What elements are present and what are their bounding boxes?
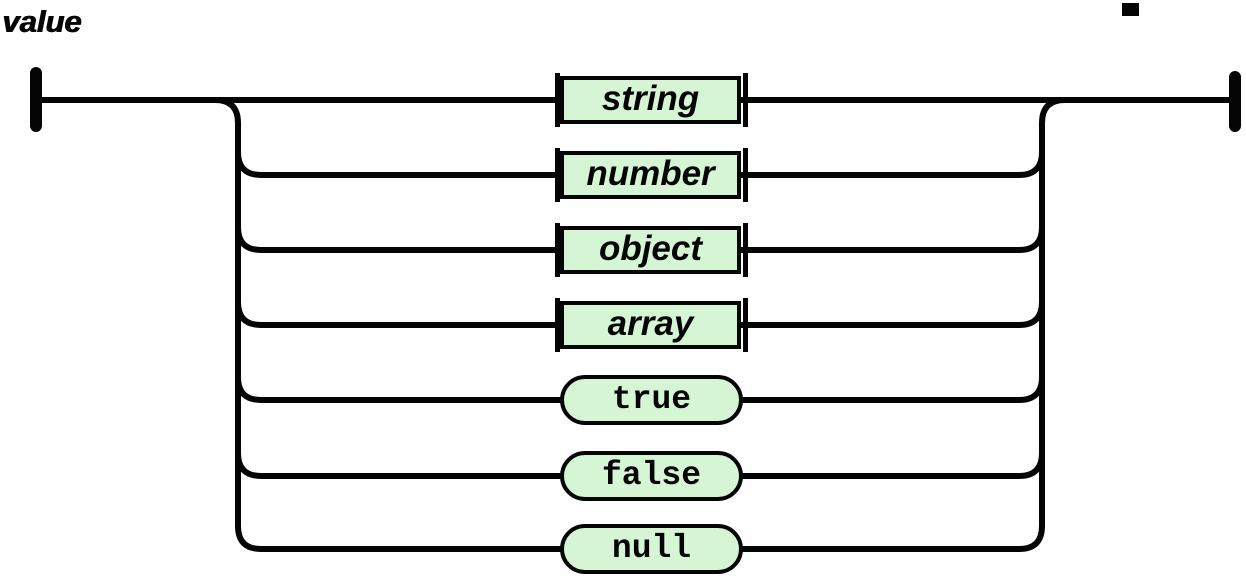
node-string: string (560, 76, 741, 124)
branch-array (235, 301, 565, 328)
branch-object (235, 226, 565, 253)
merge-null (740, 525, 1045, 552)
artifact-mark (1122, 3, 1139, 16)
merge-true (740, 376, 1045, 403)
branch-number (235, 151, 565, 178)
diagram-title: value (2, 4, 82, 39)
node-number: number (560, 151, 741, 199)
branch-false (235, 452, 565, 479)
merge-false (740, 452, 1045, 479)
start-terminator-icon (30, 67, 42, 132)
end-terminator-icon (1229, 71, 1241, 132)
node-array: array (560, 301, 741, 349)
left-rail (214, 97, 565, 552)
merge-object (738, 226, 1045, 253)
right-rail (1039, 97, 1066, 526)
branch-true (235, 376, 565, 403)
merge-array (738, 301, 1045, 328)
node-object: object (560, 226, 741, 274)
node-true: true (560, 375, 743, 425)
merge-number (738, 151, 1045, 178)
node-null: null (560, 524, 743, 574)
node-false: false (560, 451, 743, 501)
